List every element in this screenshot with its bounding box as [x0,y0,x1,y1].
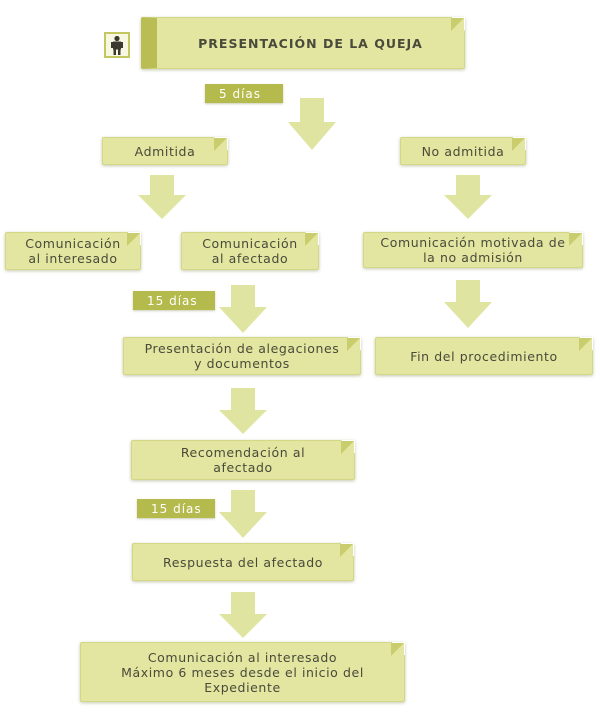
end-procedure-step: Fin del procedimiento [375,337,593,375]
communication-not-admitted-step: Comunicación motivada de la no admisión [363,232,583,268]
page-fold [512,137,526,151]
duration-badge-2: 15 días [133,291,215,310]
recommendation-step: Recomendación al afectado [131,440,355,480]
final-communication-step: Comunicación al interesado Máximo 6 mese… [80,642,405,702]
communication-interested-label: Comunicación al interesado [25,236,121,266]
flow-arrow [219,592,267,638]
communication-affected-step: Comunicación al afectado [181,232,319,270]
not-admitted-label: No admitida [421,143,505,159]
flow-arrow [219,388,267,434]
communication-affected-label: Comunicación al afectado [202,236,298,266]
duration-label-3: 15 días [151,501,202,516]
page-fold [305,232,319,246]
page-fold [340,543,354,557]
communication-not-admitted-label: Comunicación motivada de la no admisión [380,235,566,265]
not-admitted-step: No admitida [400,137,526,165]
allegations-step: Presentación de alegaciones y documentos [123,337,361,375]
page-fold [579,337,593,351]
flow-arrow [288,98,336,150]
duration-label-1: 5 días [219,86,262,101]
page-fold [569,232,583,246]
person-icon [104,32,130,58]
flow-arrow [444,175,492,219]
admitted-step: Admitida [102,137,228,165]
flow-arrow [219,285,267,333]
page-fold [127,232,141,246]
duration-badge-3: 15 días [137,499,215,518]
flow-arrow [219,490,267,538]
flow-arrow [138,175,186,219]
page-fold [451,17,465,31]
communication-interested-step: Comunicación al interesado [5,232,141,270]
start-step-label: PRESENTACIÓN DE LA QUEJA [198,35,423,51]
recommendation-label: Recomendación al afectado [180,445,306,475]
end-procedure-label: Fin del procedimiento [410,348,558,364]
duration-label-2: 15 días [147,293,198,308]
page-fold [347,337,361,351]
start-step-complaint: PRESENTACIÓN DE LA QUEJA [141,17,465,69]
allegations-label: Presentación de alegaciones y documentos [144,341,340,371]
page-fold [341,440,355,454]
admitted-label: Admitida [134,143,196,159]
page-fold [391,642,405,656]
flow-arrow [444,280,492,328]
page-fold [214,137,228,151]
final-communication-label: Comunicación al interesado Máximo 6 mese… [121,649,364,695]
affected-response-label: Respuesta del afectado [163,554,323,570]
affected-response-step: Respuesta del afectado [132,543,354,581]
duration-badge-1: 5 días [205,84,283,103]
